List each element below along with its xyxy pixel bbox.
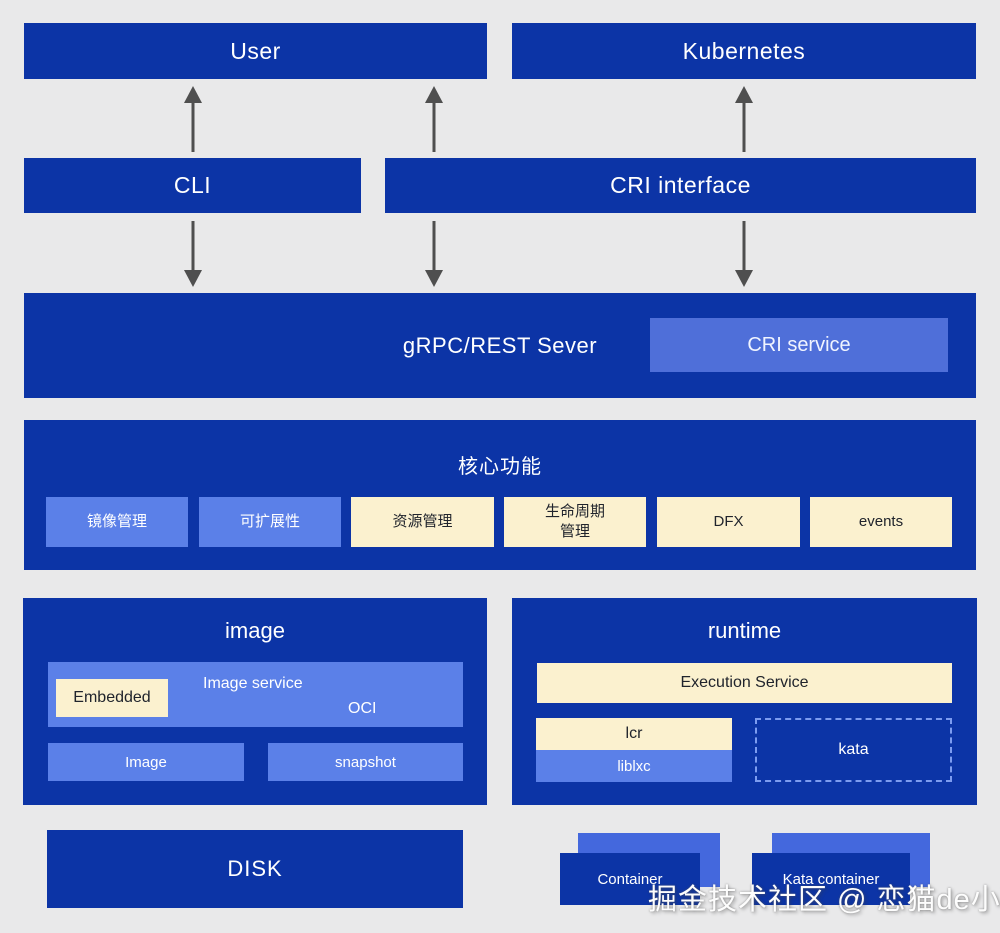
arrow-down-icon: [425, 221, 443, 287]
arrow-down-icon: [735, 221, 753, 287]
container-label: Container: [597, 870, 663, 888]
cri-service-label: CRI service: [747, 333, 851, 356]
execution-service-box: Execution Service: [537, 663, 952, 703]
kata-container-label: Kata container: [782, 870, 880, 888]
lcr-box: lcr: [536, 718, 732, 750]
grpc-rest-server-box: gRPC/REST Sever CRI service: [24, 293, 976, 398]
chip-dfx: DFX: [657, 497, 800, 547]
liblxc-box: liblxc: [536, 750, 732, 782]
arrow-up-icon: [425, 86, 443, 152]
image-label: Image: [125, 753, 167, 771]
arrow-up-icon: [735, 86, 753, 152]
embedded-label: Embedded: [73, 689, 151, 706]
snapshot-label: snapshot: [335, 753, 396, 771]
cli-label: CLI: [173, 172, 212, 198]
liblxc-label: liblxc: [617, 757, 651, 775]
cri-service-box: CRI service: [650, 318, 948, 372]
runtime-module-title: runtime: [707, 618, 782, 643]
execution-service-label: Execution Service: [680, 674, 809, 691]
kubernetes-box: Kubernetes: [512, 23, 976, 79]
kubernetes-label: Kubernetes: [682, 37, 806, 64]
oci-label: OCI: [348, 700, 377, 717]
user-box: User: [24, 23, 487, 79]
image-box: Image: [48, 743, 244, 781]
disk-label: DISK: [227, 856, 283, 881]
chip-extensibility: 可扩展性: [199, 497, 341, 547]
chip-events: events: [810, 497, 952, 547]
chip-image-management: 镜像管理: [46, 497, 188, 547]
image-module-title: image: [225, 618, 285, 643]
lcr-label: lcr: [625, 725, 643, 742]
kata-label: kata: [838, 741, 869, 758]
cri-interface-label: CRI interface: [610, 172, 751, 198]
user-label: User: [230, 37, 281, 64]
container-box: Container: [560, 853, 700, 905]
cri-interface-box: CRI interface: [385, 158, 976, 213]
core-functions-title: 核心功能: [458, 456, 542, 478]
snapshot-box: snapshot: [268, 743, 463, 781]
disk-box: DISK: [47, 830, 463, 908]
grpc-rest-server-label: gRPC/REST Sever: [402, 332, 598, 358]
image-module-box: image Image service OCI Embedded Image s…: [23, 598, 487, 805]
kata-container-box: Kata container: [752, 853, 910, 905]
core-functions-box: 核心功能 镜像管理 可扩展性 资源管理 生命周期 管理 DFX events: [24, 420, 976, 570]
image-service-label: Image service: [203, 675, 303, 692]
cli-box: CLI: [24, 158, 361, 213]
chip-resource-management: 资源管理: [351, 497, 494, 547]
kata-box: kata: [755, 718, 952, 782]
image-service-box: Image service OCI Embedded: [48, 662, 463, 727]
arrow-up-icon: [184, 86, 202, 152]
runtime-module-box: runtime Execution Service lcr liblxc kat…: [512, 598, 977, 805]
watermark-text: 掘金技术社区 @ 恋猫de小郭: [648, 884, 1000, 916]
embedded-box: Embedded: [56, 679, 168, 717]
chip-lifecycle-management: 生命周期 管理: [504, 497, 646, 547]
arrow-down-icon: [184, 221, 202, 287]
